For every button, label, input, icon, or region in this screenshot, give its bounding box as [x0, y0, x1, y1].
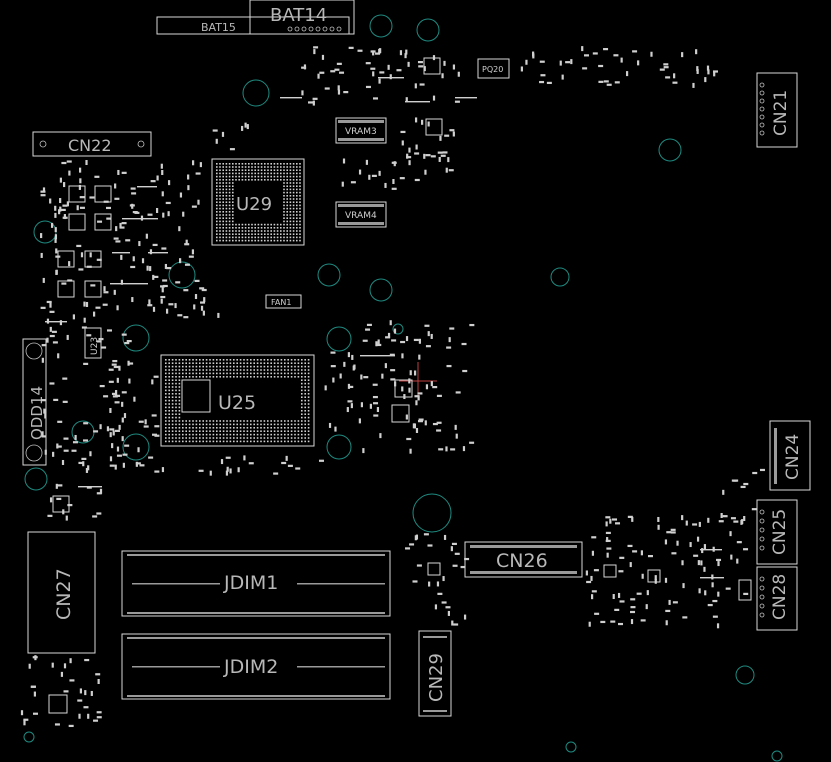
- cn27-label: CN27: [53, 568, 75, 620]
- cn21-connector[interactable]: CN21: [756, 72, 798, 148]
- cn28-label: CN28: [770, 574, 790, 620]
- jdim1-label: JDIM1: [223, 572, 278, 594]
- cn26-connector[interactable]: CN26: [464, 541, 583, 578]
- u29-label: U29: [236, 194, 272, 215]
- vram4-chip[interactable]: VRAM4: [335, 201, 387, 228]
- ic-near-crosshair-2[interactable]: [391, 404, 410, 423]
- pq20-label: PQ20: [482, 65, 503, 74]
- cn24-label: CN24: [783, 434, 803, 480]
- cn29-label: CN29: [426, 653, 447, 702]
- cn21-label: CN21: [771, 90, 791, 136]
- bat14-label: BAT14: [270, 5, 327, 26]
- fan1-label: FAN1: [271, 298, 291, 307]
- small-ics: [48, 57, 752, 714]
- u25-cpu[interactable]: U25: [160, 354, 315, 447]
- cn24-connector[interactable]: CN24: [769, 420, 811, 491]
- vram4-label: VRAM4: [345, 211, 377, 221]
- jdim2-label: JDIM2: [223, 656, 278, 678]
- vram3-chip[interactable]: VRAM3: [335, 117, 387, 144]
- jdim2-slot[interactable]: JDIM2: [121, 633, 391, 700]
- vram3-label: VRAM3: [345, 127, 377, 137]
- u29-gpu[interactable]: U29: [211, 158, 305, 246]
- cn26-label: CN26: [496, 550, 548, 572]
- cn25-connector[interactable]: CN25: [756, 499, 798, 565]
- cn22-label: CN22: [68, 136, 112, 155]
- u25-label: U25: [218, 392, 256, 414]
- bat15-label: BAT15: [201, 21, 236, 34]
- bat14-connector[interactable]: BAT14: [249, 0, 355, 35]
- cn27-connector[interactable]: CN27: [27, 531, 96, 654]
- fan1-connector[interactable]: FAN1: [265, 294, 302, 309]
- u23-label: U23: [90, 337, 100, 355]
- cn22-connector[interactable]: CN22: [32, 131, 152, 157]
- cn28-connector[interactable]: CN28: [756, 566, 798, 631]
- small-components: [20, 46, 765, 728]
- cn29-connector[interactable]: CN29: [418, 630, 452, 717]
- pq20-part[interactable]: PQ20: [477, 58, 510, 79]
- u23-chip[interactable]: U23: [84, 327, 102, 359]
- cn25-label: CN25: [770, 509, 790, 555]
- jdim1-slot[interactable]: JDIM1: [121, 550, 391, 617]
